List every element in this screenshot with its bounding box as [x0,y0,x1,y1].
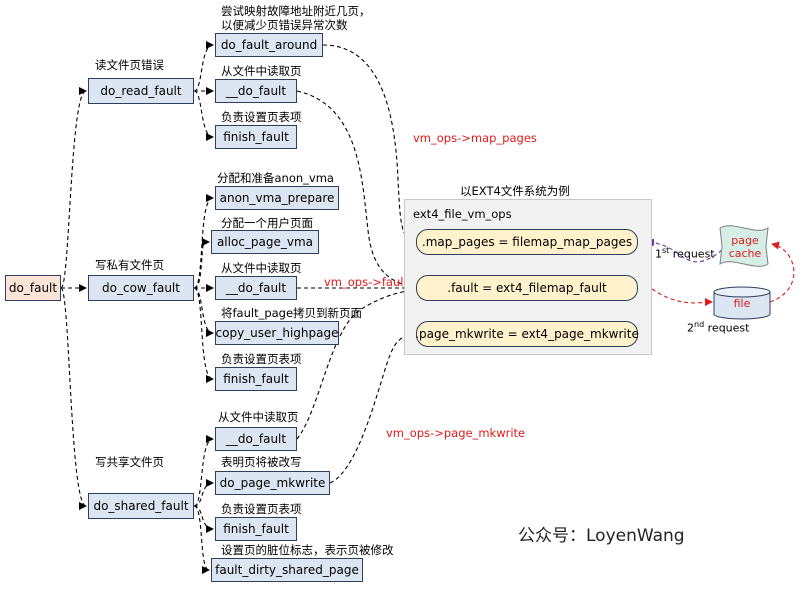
ext4-caption: 以EXT4文件系统为例 [460,184,570,198]
second-request-num: 2 [687,321,694,335]
fault-annotation: vm_ops->fault [324,275,408,289]
second-request-arrow [651,288,713,307]
first-request-arrow [646,238,723,263]
first-request-num: 1 [655,247,662,261]
edge-shared-mkwrite [193,479,214,507]
first-request-text: request [669,247,715,261]
edge-shared-finish [193,505,214,533]
map-pages-op: .map_pages = filemap_map_pages [416,229,638,255]
do-cow-fault-box: do_cow_fault [88,275,194,301]
edge-read-fault-around [193,41,214,92]
edge-shared-do-fault-to-fault [296,286,415,440]
edge-root-shared [60,287,87,510]
watermark: 公众号：LoyenWang [518,526,685,546]
alloc-page-note: 分配一个用户页面 [221,216,313,230]
cow-do-fault-box: __do_fault [215,276,297,300]
copy-highpage-note: 将fault_page拷贝到新页面 [221,306,363,320]
shared-do-fault-box: __do_fault [215,427,297,451]
second-request-text: request [704,321,750,335]
alloc-page-vma-box: alloc_page_vma [211,230,319,254]
fault-around-note-2: 以便减少页错误异常次数 [221,18,348,32]
edge-root-read [60,87,87,289]
read-do-fault-note: 从文件中读取页 [221,64,302,78]
edge-read-finish [193,90,214,141]
do-fault-box: do_fault [5,275,61,301]
do-read-fault-box: do_read_fault [88,78,194,104]
edge-cow-finish [193,287,214,383]
cow-finish-fault-box: finish_fault [215,367,297,391]
read-finish-fault-box: finish_fault [215,125,297,149]
edge-cow-copy [193,287,214,337]
second-request-label: 2nd request [687,318,749,336]
read-fault-label: 读文件页错误 [95,58,164,72]
fault-dirty-shared-page-box: fault_dirty_shared_page [211,558,363,582]
fault-op: .fault = ext4_filemap_fault [416,275,638,301]
page-cache-label: page cache [724,234,766,260]
page-cache-label-line2: cache [728,247,762,260]
cow-finish-note: 负责设置页表项 [221,352,302,366]
shared-fault-label: 写共享文件页 [95,455,164,469]
file-label: file [733,297,751,310]
edge-shared-dirty [193,505,210,574]
page-cache-label-line1: page [731,234,759,247]
map-pages-annotation: vm_ops->map_pages [413,131,537,145]
cow-do-fault-note: 从文件中读取页 [221,261,302,275]
first-request-label: 1st request [655,244,715,262]
shared-do-fault-note: 从文件中读取页 [218,410,299,424]
do-page-mkwrite-box: do_page_mkwrite [215,471,330,495]
do-shared-fault-box: do_shared_fault [88,493,194,519]
first-request-arrow-in [650,234,722,241]
second-request-sup: nd [694,320,705,329]
file-cylinder-shape [713,286,771,320]
edge-around-map-pages [322,44,415,245]
read-finish-note: 负责设置页表项 [221,110,302,124]
anon-vma-note: 分配和准备anon_vma [217,171,334,185]
first-request-sup: st [662,246,670,255]
fault-around-note-1: 尝试映射故障地址附近几页， [221,4,371,18]
page-cache-shape [719,225,769,267]
shared-finish-fault-box: finish_fault [215,517,297,541]
cow-fault-label: 写私有文件页 [95,258,164,272]
second-request-return [769,241,795,303]
copy-user-highpage-box: copy_user_highpage [215,321,339,345]
read-do-fault-box: __do_fault [215,79,297,103]
anon-vma-prepare-box: anon_vma_prepare [215,186,339,210]
edge-shared-do-fault [193,435,214,507]
ext4-vm-ops-title: ext4_file_vm_ops [413,207,512,221]
edge-cow-alloc [193,238,210,289]
edge-read-do-fault-to-fault [296,90,415,290]
do-fault-around-box: do_fault_around [215,33,323,57]
dirty-page-note: 设置页的脏位标志，表示页被修改 [221,543,394,557]
page-mkwrite-op: .page_mkwrite = ext4_page_mkwrite [415,321,639,347]
page-mkwrite-annotation: vm_ops->page_mkwrite [386,426,526,440]
mkwrite-note: 表明页将被改写 [221,455,302,469]
shared-finish-note: 负责设置页表项 [221,502,302,516]
edge-mkwrite-to-page-mkwrite [329,331,415,484]
